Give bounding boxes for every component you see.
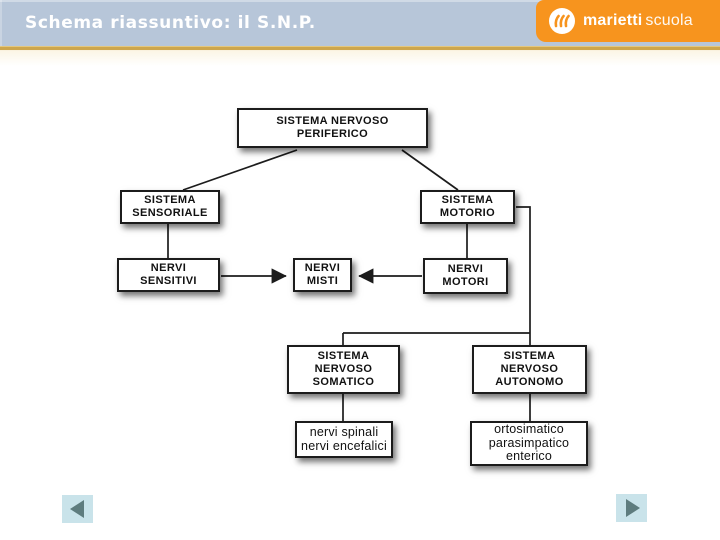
next-slide-button[interactable]	[616, 494, 647, 522]
node-nervi-spinali-encefalici: nervi spinali nervi encefalici	[295, 421, 393, 458]
page-title: Schema riassuntivo: il S.N.P.	[25, 13, 316, 33]
node-label: nervi spinali nervi encefalici	[301, 425, 387, 453]
node-label: SISTEMA MOTORIO	[439, 194, 496, 219]
edge-snp-motorio	[401, 149, 459, 191]
node-nervi-misti: NERVI MISTI	[293, 258, 352, 292]
node-label: SISTEMA NERVOSO SOMATICO	[312, 350, 375, 388]
marietti-m-icon	[549, 8, 575, 34]
edge-motorio-autonomo	[516, 206, 531, 345]
edge-snp-sensoriale	[182, 149, 298, 191]
previous-arrow-icon	[69, 500, 84, 518]
node-label: NERVI MOTORI	[442, 263, 489, 288]
node-nervi-sensitivi: NERVI SENSITIVI	[117, 258, 220, 292]
node-sistema-nervoso-autonomo: SISTEMA NERVOSO AUTONOMO	[472, 345, 587, 394]
node-label: NERVI MISTI	[304, 262, 341, 287]
node-nervi-motori: NERVI MOTORI	[423, 258, 508, 294]
logo-brand: marietti	[583, 12, 643, 29]
node-label: SISTEMA SENSORIALE	[132, 194, 208, 219]
node-label: NERVI SENSITIVI	[140, 262, 197, 287]
previous-slide-button[interactable]	[62, 495, 93, 523]
next-arrow-icon	[625, 499, 640, 517]
node-label: SISTEMA NERVOSO AUTONOMO	[495, 350, 564, 388]
node-sistema-sensoriale: SISTEMA SENSORIALE	[120, 190, 220, 224]
node-sistema-motorio: SISTEMA MOTORIO	[420, 190, 515, 224]
node-label: ortosimatico parasimpatico enterico	[488, 422, 570, 464]
node-sistema-nervoso-periferico: SISTEMA NERVOSO PERIFERICO	[237, 108, 428, 148]
node-componenti-autonomo: ortosimatico parasimpatico enterico	[470, 421, 588, 466]
node-sistema-nervoso-somatico: SISTEMA NERVOSO SOMATICO	[287, 345, 400, 394]
content-background	[0, 50, 720, 66]
logo-suffix: scuola	[645, 12, 693, 29]
node-label: SISTEMA NERVOSO PERIFERICO	[276, 115, 389, 140]
header-divider	[0, 46, 720, 51]
